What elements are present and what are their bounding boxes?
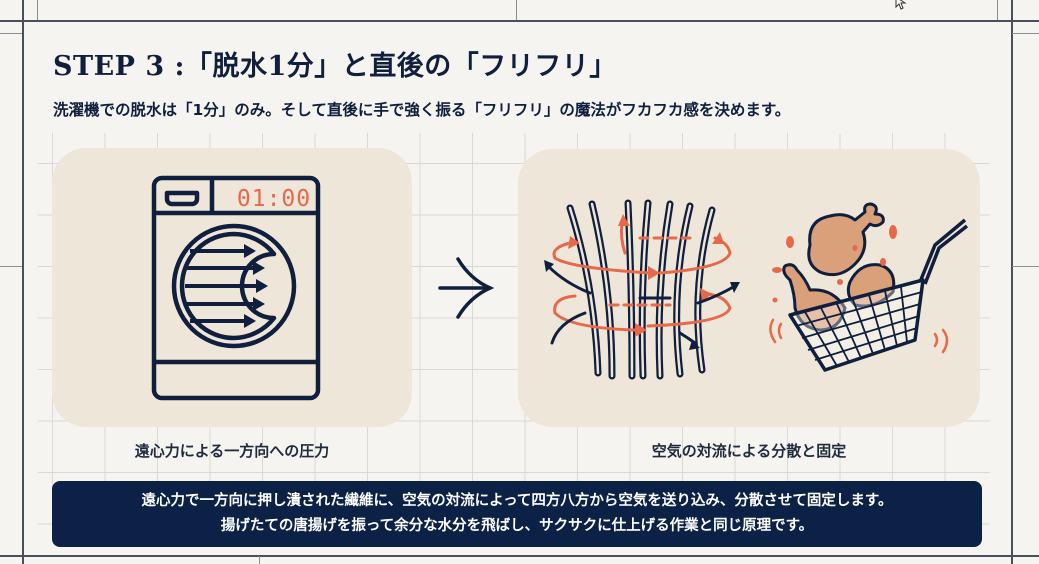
frame-top-divider	[516, 0, 517, 20]
frame-top-line	[0, 20, 1039, 22]
left-caption: 遠心力による一方向への圧力	[134, 442, 330, 460]
timer-display: 01:00	[237, 186, 311, 212]
arrow-right-icon	[438, 257, 495, 319]
fiber-airflow-icon	[544, 199, 740, 380]
frame-right-tick	[1012, 33, 1039, 34]
page-title: STEP 3 :「脱水1分」と直後の「フリフリ」	[53, 51, 617, 82]
summary-line-2: 揚げたての唐揚げを振って余分な水分を飛ばし、サクサクに仕上げる作業と同じ原理です…	[220, 518, 814, 534]
frame-left-tick	[0, 33, 22, 34]
summary-box: 遠心力で一方向に押し潰された繊維に、空気の対流によって四方八方から空気を送り込み…	[52, 481, 982, 547]
frame-bottom-divider	[259, 556, 260, 564]
right-illustration-panel	[518, 149, 980, 427]
frame-right-line	[1011, 0, 1013, 564]
page-subtitle: 洗濯機での脱水は「1分」のみ。そして直後に手で強く振る「フリフリ」の魔法がフカフ…	[53, 101, 791, 119]
mouse-cursor-icon	[895, 0, 907, 10]
frame-top-divider	[37, 0, 38, 20]
fried-chicken-basket-icon	[769, 202, 969, 372]
frame-top-divider	[997, 0, 998, 20]
summary-line-1: 遠心力で一方向に押し潰された繊維に、空気の対流によって四方八方から空気を送り込み…	[141, 493, 893, 509]
right-caption: 空気の対流による分散と固定	[651, 442, 847, 460]
frame-left-mid	[0, 266, 22, 267]
frame-right-mid	[1012, 266, 1039, 267]
frame-bottom-line	[0, 555, 1039, 557]
frame-left-line	[22, 0, 24, 564]
washing-machine-icon: 01:00	[151, 175, 321, 401]
